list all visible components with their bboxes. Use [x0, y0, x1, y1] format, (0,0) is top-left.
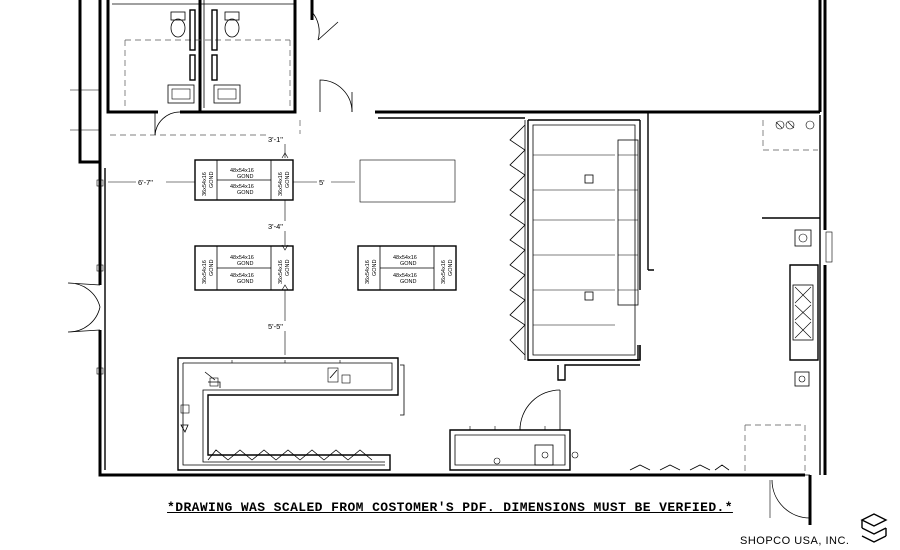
dimensions: 3'-1" 6'-7" 5' 3'-4" 5'-5" [108, 134, 355, 355]
sink-icon [213, 84, 241, 104]
gondola-label: 48x54x16 [393, 255, 417, 261]
gondola-label: 36x54x16 [441, 260, 447, 284]
gondola-label: GOND [237, 261, 254, 267]
register-icon [204, 371, 221, 388]
cooler-room [527, 112, 654, 381]
entrance-door [67, 179, 104, 375]
display-table [359, 159, 456, 203]
gondola-unit: 48x54x16 GOND 48x54x16 GOND 36x54x16 GON… [194, 245, 294, 291]
gondola-label: GOND [448, 259, 454, 276]
toilet-icon [170, 11, 186, 38]
dim-to-counter: 5'-5" [268, 322, 283, 331]
drawing-note: *DRAWING WAS SCALED FROM COSTOMER'S PDF.… [167, 500, 733, 515]
gondola-label: 36x54x16 [365, 260, 371, 284]
rear-fixtures [629, 464, 811, 519]
company-logo [860, 513, 888, 543]
gondola-label: 48x54x16 [393, 273, 417, 279]
gondola-label: GOND [285, 171, 291, 188]
gondola-unit: 48x54x16 GOND 48x54x16 GOND 36x54x16 GON… [357, 245, 457, 291]
gondola-label: 48x54x16 [230, 255, 254, 261]
gondola-label: 36x54x16 [202, 260, 208, 284]
gondola-label: GOND [285, 259, 291, 276]
dim-left-gap: 6'-7" [138, 178, 153, 187]
chair-icon [180, 404, 190, 433]
back-area [744, 120, 820, 475]
dim-top-gap: 3'-1" [268, 135, 283, 144]
sink-icon [167, 84, 195, 104]
gondola-label: GOND [209, 259, 215, 276]
gondola-unit: 48x54x16 GOND 48x54x16 GOND 36x54x16 GON… [194, 159, 294, 201]
gondola-label: GOND [209, 171, 215, 188]
toilet-icon [224, 11, 240, 38]
sink-icon [794, 371, 810, 387]
gondola-label: 48x54x16 [230, 184, 254, 190]
checkout-counter [177, 357, 405, 471]
company-name: SHOPCO USA, INC. [740, 535, 850, 547]
gondola-label: GOND [400, 261, 417, 267]
service-counter [449, 389, 579, 471]
dim-right-gap: 5' [319, 178, 325, 187]
gondola-label: 36x54x16 [202, 172, 208, 196]
dim-between-rows: 3'-4" [268, 222, 283, 231]
gondola-label: GOND [372, 259, 378, 276]
gondola-label: GOND [237, 174, 254, 180]
gondola-label: 48x54x16 [230, 273, 254, 279]
restrooms [70, 0, 353, 136]
gondola-label: 48x54x16 [230, 168, 254, 174]
gondola-label: GOND [237, 279, 254, 285]
sink-icon [794, 229, 812, 247]
gondola-label: 36x54x16 [278, 172, 284, 196]
gondola-label: GOND [237, 190, 254, 196]
wall-shelving [509, 120, 526, 360]
stove-icon [792, 284, 814, 341]
register-icon [327, 367, 351, 384]
exterior-walls [78, 0, 833, 525]
gondola-label: 36x54x16 [278, 260, 284, 284]
gondola-label: GOND [400, 279, 417, 285]
